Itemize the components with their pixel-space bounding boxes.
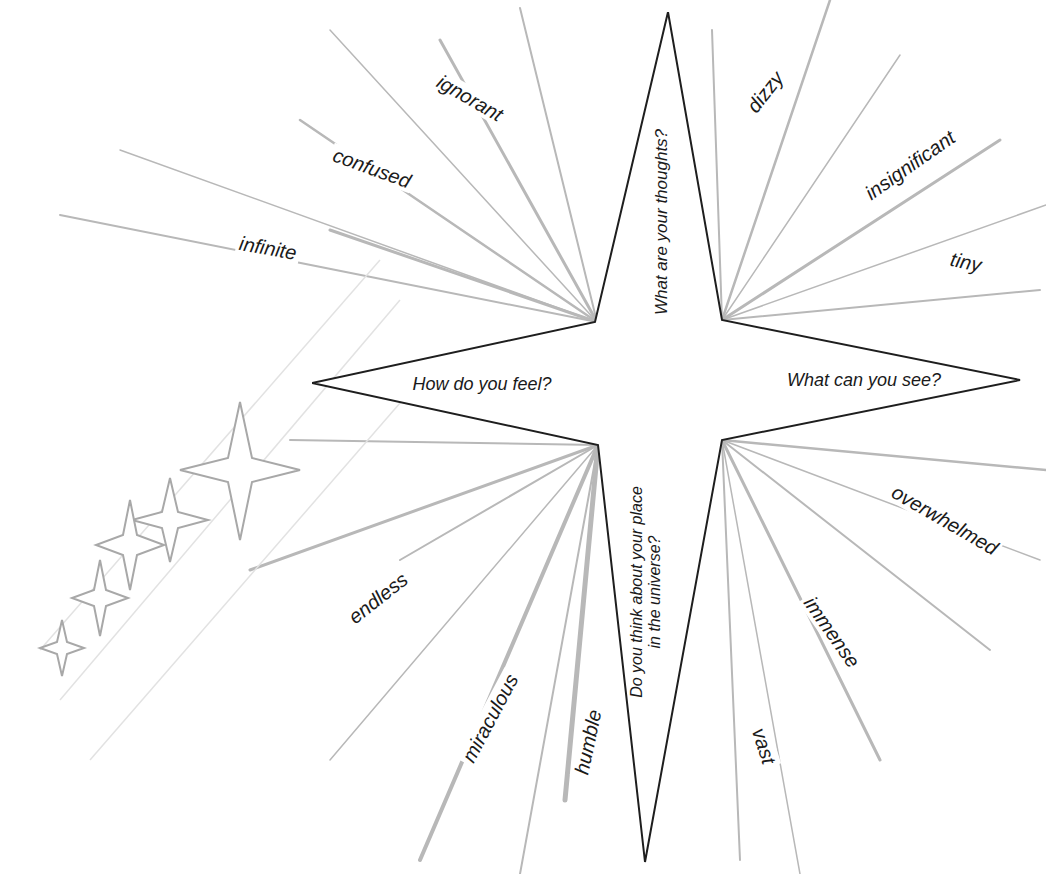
feeling-word: miraculous (456, 667, 524, 768)
star-question: Do you think about your place in the uni… (628, 485, 665, 700)
feeling-word: endless (342, 566, 415, 629)
feeling-word: vast (747, 722, 781, 769)
feeling-word: infinite (235, 232, 302, 265)
star-question: What can you see? (787, 370, 941, 391)
feeling-word: insignificant (858, 124, 961, 205)
star-question: What are your thoughts? (652, 129, 672, 315)
feeling-word: confused (327, 143, 416, 193)
star-question: How do you feel? (412, 374, 551, 395)
feeling-word: dizzy (740, 65, 789, 119)
feeling-word: overwhelmed (885, 479, 1004, 561)
feeling-word: ignorant (431, 69, 510, 127)
feeling-word: tiny (946, 247, 987, 276)
star-shape: What are your thoughts? How do you feel? W… (312, 12, 1022, 864)
